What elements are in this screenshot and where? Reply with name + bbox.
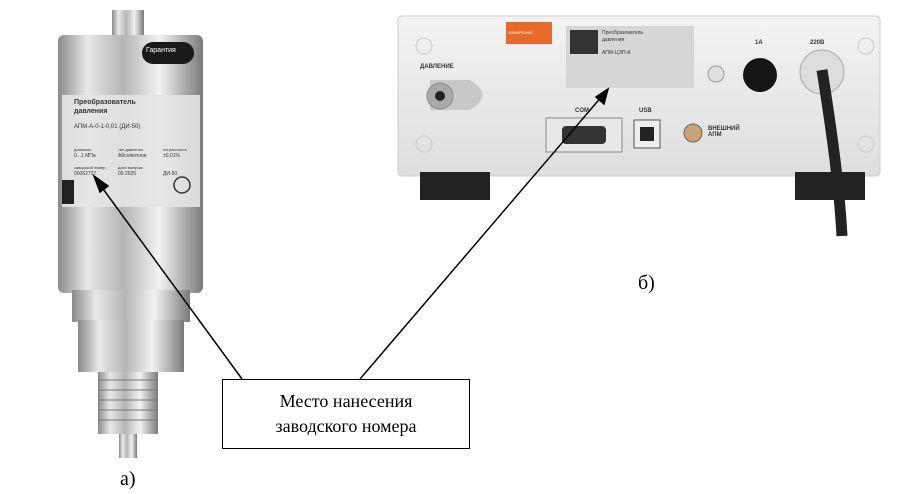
pointer-arrows <box>92 87 610 380</box>
sensor-type-value: Абсолютное <box>118 153 147 159</box>
device-label-title: Преобразователь <box>602 30 643 36</box>
sensor-range-caption: диапазон <box>74 147 92 152</box>
sensor-accuracy-caption: погрешность <box>163 147 187 152</box>
device-orange-tag: ИЗМЕРЕНИЕ <box>508 30 534 35</box>
sensor-brand-badge: Гарантия <box>146 47 176 54</box>
sensor-date-value: 09.2025 <box>118 171 137 177</box>
caption-a: а) <box>120 468 136 490</box>
device-power-label: 220В <box>810 40 825 46</box>
device-com-label: COM <box>575 108 589 114</box>
device-usb-label: USB <box>639 108 652 114</box>
sensor-accuracy-value: ±0,01% <box>163 153 180 159</box>
sensor-serial-value: 00062737 <box>74 171 97 177</box>
pressure-sensor-photo <box>58 10 203 458</box>
sensor-model: АПМ-А-0-1-0,01 (ДИ-50) <box>74 124 141 130</box>
sensor-pressure-code: ДИ-50 <box>163 171 178 177</box>
sensor-range-value: 0...1 МПа <box>74 153 96 159</box>
callout-line-2: заводского номера <box>275 416 417 436</box>
device-fuse-label: 1А <box>755 40 763 46</box>
callout-line-1: Место нанесения <box>279 391 413 411</box>
device-pressure-port-label: ДАВЛЕНИЕ <box>420 64 454 70</box>
sensor-serial-caption: заводской номер <box>74 165 106 170</box>
sensor-type-caption: тип давления <box>118 147 144 152</box>
device-label-title-2: давления <box>602 37 625 43</box>
caption-b: б) <box>638 272 655 294</box>
callout-box: Место нанесения заводского номера <box>222 379 470 449</box>
sensor-label-title: Преобразователь <box>74 99 136 106</box>
device-external-label: ВНЕШНИЙ АПМ <box>708 126 740 138</box>
sensor-date-caption: дата выпуска <box>118 165 143 170</box>
device-model: АПМ-ЦЭП-А <box>602 50 631 56</box>
sensor-label-title-2: давления <box>74 108 108 115</box>
calibrator-device-photo <box>397 15 881 237</box>
